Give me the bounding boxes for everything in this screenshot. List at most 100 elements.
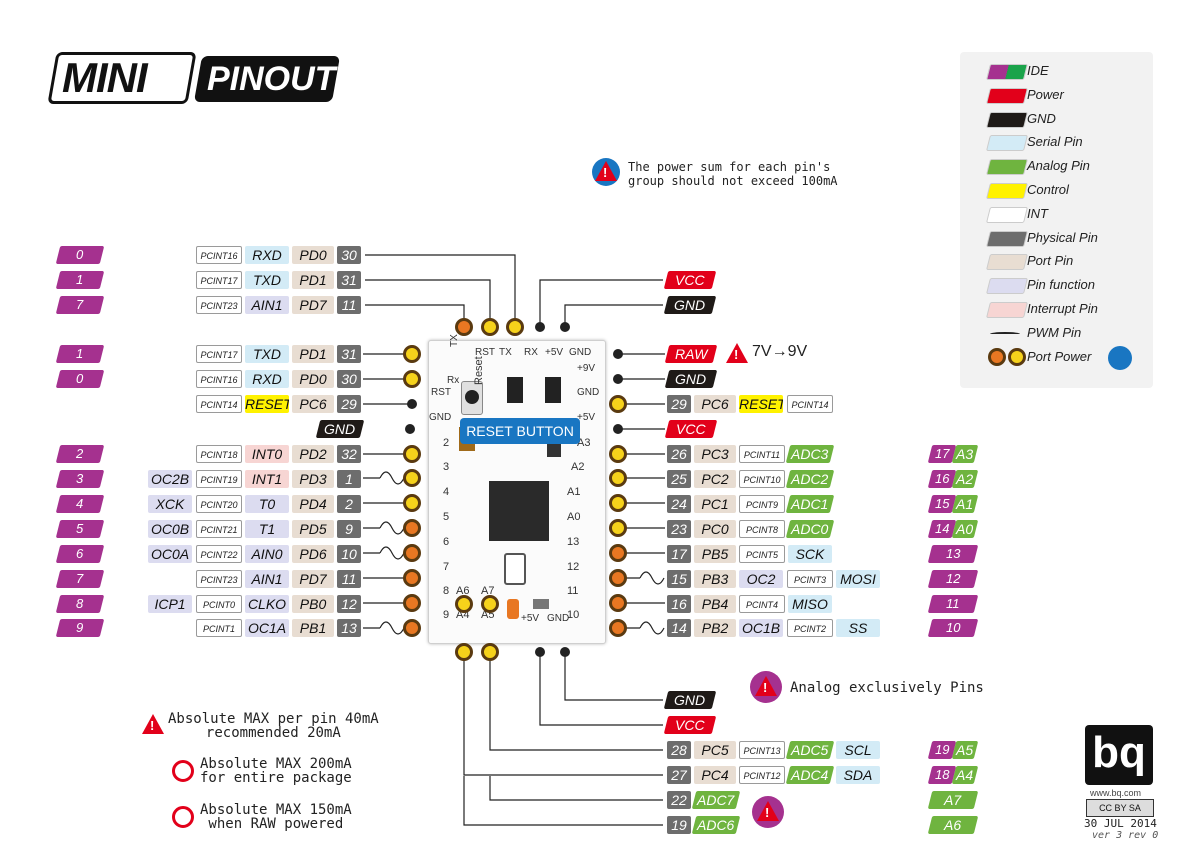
phys-left-1: 31 [337,271,361,289]
legend-port-power-or [988,347,1006,366]
int-right-4: PCINT8 [739,520,785,538]
pin-top-vcc [535,322,545,332]
fn-left-10: OC0A [148,545,192,563]
power-sum-note: The power sum for each pin's group shoul… [628,160,838,188]
legend-label-10: Interrupt Pin [1027,301,1098,316]
phys-right-2: 25 [667,470,691,488]
legend-label-9: Pin function [1027,277,1095,293]
pin-left-3 [403,445,421,463]
phys-left-9: 9 [337,520,361,538]
bottom-vcc-tag: VCC [663,716,717,734]
silk-right-5v: +5V [577,412,596,423]
port-bottom-0: PC5 [694,741,736,759]
silk-right-9v: +9V [577,363,596,374]
pin-right-2 [609,395,627,413]
silk-left-6: 6 [443,536,450,548]
port-right-1: PC3 [694,445,736,463]
pin-right-4 [609,445,627,463]
phys-left-12: 12 [337,595,361,613]
pin-left-8 [403,569,421,587]
fn-right-6: MOSI [836,570,880,588]
pin-left-6 [403,519,421,537]
port-right-7: PB4 [694,595,736,613]
pin-right-11 [609,619,627,637]
ide-pin-left-0: 0 [55,246,105,264]
phys-left-10: 10 [337,545,361,563]
legend-label-4: Analog Pin [1027,158,1090,174]
legend-label-12: Port Power [1027,348,1092,364]
port-left-2: PD7 [292,296,334,314]
pin-a6 [455,595,473,613]
microcontroller-chip [489,481,549,541]
max-pin-note: Absolute MAX per pin 40mA recommended 20… [168,711,379,741]
regulator-2 [545,377,561,403]
chip-small [547,443,561,457]
alt-right-4: ADC0 [785,520,835,538]
int-bottom-1: PCINT12 [739,766,785,784]
int-left-4: PCINT16 [196,370,242,388]
max-package-note: Absolute MAX 200mA for entire package [200,756,352,786]
pin-left-4 [403,469,421,487]
pin-left-9 [403,594,421,612]
int-right-6: PCINT3 [787,570,833,588]
silk-rx-misc: Rx [447,375,460,386]
phys-bottom-0: 28 [667,741,691,759]
int-left-0: PCINT16 [196,246,242,264]
reset-switch[interactable] [461,381,483,415]
int-left-5: PCINT14 [196,395,242,413]
analog-only-note: Analog exclusively Pins [790,680,984,696]
int-bottom-0: PCINT13 [739,741,785,759]
legend-label-3: Serial Pin [1027,134,1083,150]
legend-label-6: INT [1027,205,1048,221]
max-raw-note: Absolute MAX 150mA when RAW powered [200,802,352,832]
pin-top-1 [481,318,499,336]
alt-left-4: RXD [245,370,289,388]
phys-left-3: 31 [337,345,361,363]
legend-label-11: PWM Pin [1027,324,1082,340]
silk-bottom-a7: A7 [481,585,495,597]
ide-pin-left-1: 1 [55,271,105,289]
pin-right-10 [609,594,627,612]
ide-pin-left-13: 9 [55,619,105,637]
int-left-9: PCINT21 [196,520,242,538]
silk-right-a1: A1 [567,486,581,498]
analog-warning-icon-2 [752,796,784,828]
fn-bottom-1: SDA [836,766,880,784]
legend-swatch-10 [986,302,1028,318]
reset-button-callout: RESET BUTTON [460,418,580,444]
silk-tx2: TX [499,347,512,358]
pin-top-2 [506,318,524,336]
phys-right-7: 16 [667,595,691,613]
int-left-2: PCINT23 [196,296,242,314]
int-left-10: PCINT22 [196,545,242,563]
port-left-5: PC6 [292,395,334,413]
int-left-6: PCINT18 [196,445,242,463]
port-right-3: PC1 [694,495,736,513]
ide-analog-right-4: A0 [951,520,979,538]
legend-swatch-4 [986,159,1028,176]
port-left-7: PD3 [292,470,334,488]
pin-bottom-vcc [535,647,545,657]
phys-right-3: 24 [667,495,691,513]
bq-logo: bq [1085,725,1153,785]
right-vcc-tag: VCC [664,420,718,438]
alt-left-6: INT0 [245,445,289,463]
legend-port-power-warning-icon [1108,345,1132,370]
silk-right-a2: A2 [571,461,585,473]
pin-top-gnd [560,322,570,332]
title-mini: MINI [62,54,148,101]
pin-right-9 [609,569,627,587]
port-left-0: PD0 [292,246,334,264]
left-gnd-tag: GND [315,420,365,438]
bq-url: www.bq.com [1090,788,1142,798]
int-left-1: PCINT17 [196,271,242,289]
pin-a5 [481,643,499,661]
phys-bottom-1: 27 [667,766,691,784]
port-left-8: PD4 [292,495,334,513]
ide-pin-left-12: 8 [55,595,105,613]
legend-swatch-1 [986,87,1028,104]
legend-swatch-3 [986,135,1028,152]
ide-analog-bottom-0: A5 [951,741,979,759]
raw-warning-icon [726,343,748,363]
